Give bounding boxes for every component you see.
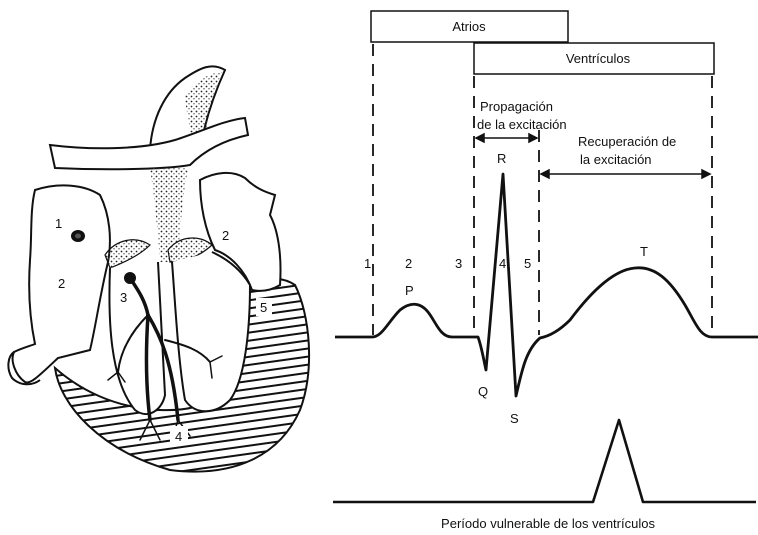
phase-number-1: 1 xyxy=(364,256,371,271)
wave-label-p: P xyxy=(405,283,414,298)
label-sa-node: 1 xyxy=(55,216,62,231)
ventricles-bar-label: Ventrículos xyxy=(566,51,631,66)
recovery-label-line2: la excitación xyxy=(580,152,652,167)
wave-label-q: Q xyxy=(478,384,488,399)
phase-number-2: 2 xyxy=(405,256,412,271)
propagation-label-line2: de la excitación xyxy=(477,117,567,132)
propagation-arrow xyxy=(476,134,537,142)
valve-stipple-left xyxy=(105,240,150,268)
label-purkinje: 4 xyxy=(175,429,182,444)
recovery-arrow xyxy=(541,170,710,178)
phase-number-3: 3 xyxy=(455,256,462,271)
label-atrium-left: 2 xyxy=(58,276,65,291)
propagation-label-line1: Propagación xyxy=(480,99,553,114)
atria-bar-label: Atrios xyxy=(452,19,486,34)
recovery-label-line1: Recuperación de xyxy=(578,134,676,149)
wave-label-s: S xyxy=(510,411,519,426)
av-node xyxy=(124,272,136,284)
ventricle-inner-left xyxy=(109,262,165,414)
vulnerable-period-trace xyxy=(333,420,756,502)
phase-number-5: 5 xyxy=(524,256,531,271)
wave-label-t: T xyxy=(640,244,648,259)
ecg-trace xyxy=(335,174,758,396)
pulmonary-artery xyxy=(50,118,248,169)
heart-illustration: 1 2 2 3 4 5 xyxy=(8,66,309,471)
label-myocardium: 5 xyxy=(260,300,267,315)
phase-dashed-lines xyxy=(373,44,712,335)
wave-label-r: R xyxy=(497,151,506,166)
label-av-node: 3 xyxy=(120,290,127,305)
vulnerable-period-caption: Período vulnerable de los ventrículos xyxy=(441,516,655,531)
ecg-diagram: Atrios Ventrículos Propagación de la exc… xyxy=(333,11,758,531)
phase-number-4: 4 xyxy=(499,256,506,271)
label-atrium-right: 2 xyxy=(222,228,229,243)
